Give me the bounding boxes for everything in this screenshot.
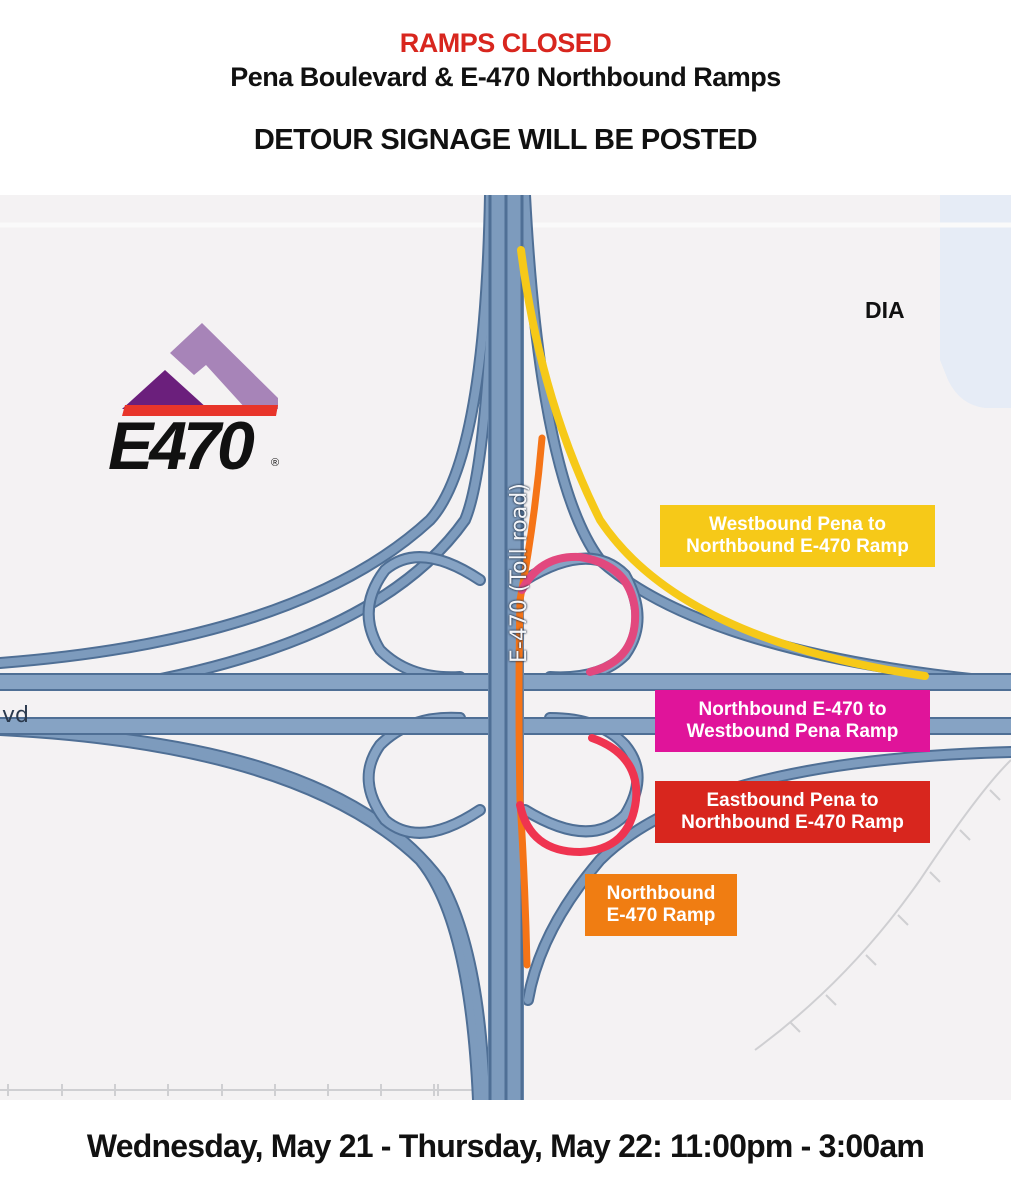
closed-ramp-line-orange (515, 434, 546, 969)
detour-notice: DETOUR SIGNAGE WILL BE POSTED (253, 124, 758, 156)
pena-road-label: vd (2, 703, 29, 728)
airport-area (940, 195, 1011, 408)
footer: Wednesday, May 21 - Thursday, May 22: 11… (0, 1100, 1011, 1200)
label-eb-pena-to-nb-e470: Eastbound Pena to Northbound E-470 Ramp (655, 781, 930, 843)
mountain-logo-icon (122, 323, 278, 416)
closure-subtitle: Pena Boulevard & E-470 Northbound Ramps (230, 62, 781, 92)
map-roads-svg (0, 195, 1011, 1100)
closed-ramp-line-yellow (517, 246, 929, 680)
label-nb-e470-ramp: Northbound E-470 Ramp (585, 874, 737, 936)
interchange-map: E-470 (Toll road) vd DIA E470 ® Westboun… (0, 195, 1011, 1100)
label-nb-e470-to-wb-pena: Northbound E-470 to Westbound Pena Ramp (655, 690, 930, 752)
closure-schedule: Wednesday, May 21 - Thursday, May 22: 11… (86, 1128, 925, 1164)
registered-mark: ® (271, 457, 280, 469)
roadways (0, 195, 1011, 1100)
header: RAMPS CLOSED Pena Boulevard & E-470 Nort… (0, 0, 1011, 195)
dia-label: DIA (865, 297, 905, 323)
closed-ramp-line-red (516, 734, 641, 857)
alert-title: RAMPS CLOSED (399, 28, 612, 58)
e470-road-label: E-470 (Toll road) (507, 483, 532, 663)
logo-wordmark: E470 (108, 408, 255, 484)
label-wb-pena-to-nb-e470: Westbound Pena to Northbound E-470 Ramp (660, 505, 935, 567)
closed-ramp-line-pink (518, 552, 640, 676)
